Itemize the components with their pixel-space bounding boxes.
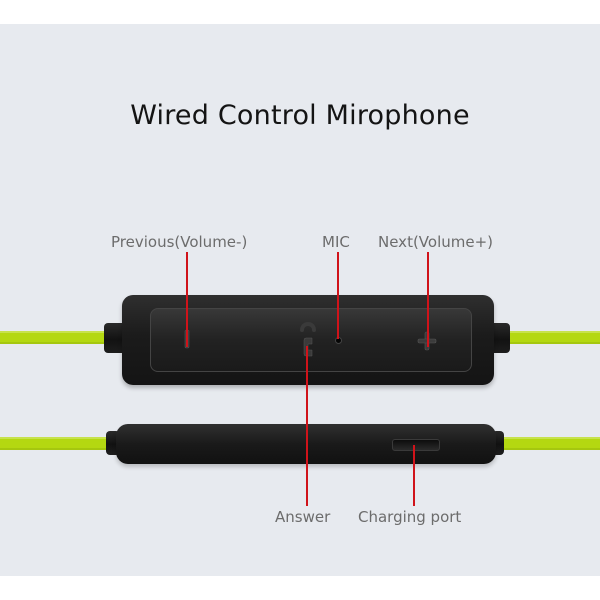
cable-right-side — [500, 437, 600, 450]
label-mic: MIC — [322, 233, 350, 251]
pointer-answer — [306, 346, 308, 506]
phone-icon[interactable] — [296, 318, 320, 362]
cable-left-side — [0, 437, 112, 450]
label-charging-port: Charging port — [358, 508, 462, 526]
charging-port-icon — [392, 439, 440, 451]
label-next: Next(Volume+) — [378, 233, 494, 251]
pointer-previous — [186, 252, 188, 347]
label-previous: Previous(Volume-) — [111, 233, 248, 251]
pointer-next — [427, 252, 429, 347]
pointer-charging-port — [413, 445, 415, 506]
cable-left-front — [0, 331, 110, 344]
cable-right-front — [508, 331, 600, 344]
cable-collar-left — [104, 323, 126, 353]
label-answer: Answer — [275, 508, 331, 526]
page-title: Wired Control Mirophone — [130, 100, 470, 131]
cable-collar-right — [490, 323, 510, 353]
pointer-mic — [337, 252, 339, 339]
